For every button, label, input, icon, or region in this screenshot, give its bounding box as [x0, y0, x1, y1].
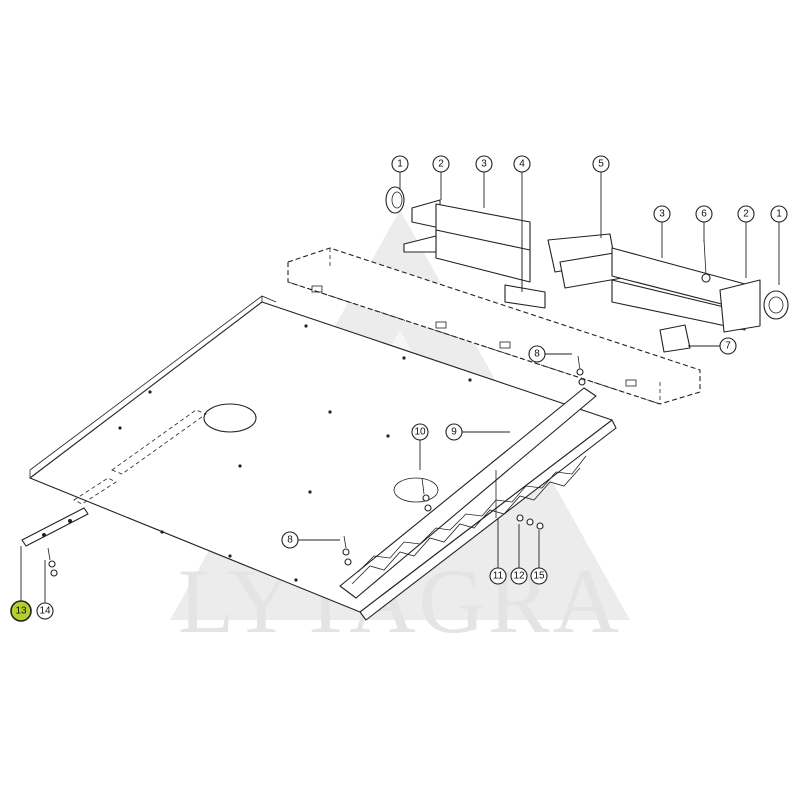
callout-c13[interactable]: 13 — [10, 546, 32, 622]
callout-circle — [36, 602, 54, 620]
floor-plate — [29, 295, 613, 613]
callout-number: 3 — [659, 209, 665, 220]
callout-c5[interactable]: 5 — [592, 155, 610, 238]
callout-c2a[interactable]: 2 — [432, 155, 450, 200]
callout-circle — [411, 423, 429, 441]
callout-circle — [770, 205, 788, 223]
bearing-right — [763, 290, 789, 320]
callout-circle — [737, 205, 755, 223]
callout-c7[interactable]: 7 — [688, 337, 737, 355]
callout-circle — [592, 155, 610, 173]
callout-circle — [695, 205, 713, 223]
callout-c1b[interactable]: 1 — [770, 205, 788, 285]
callout-c12[interactable]: 12 — [510, 524, 528, 585]
hardware — [47, 355, 586, 577]
callout-number: 14 — [39, 606, 51, 617]
callout-c11[interactable]: 11 — [489, 518, 507, 585]
callout-c2b[interactable]: 2 — [737, 205, 755, 278]
callout-number: 10 — [414, 427, 426, 438]
callout-number: 4 — [519, 159, 525, 170]
callout-circle — [432, 155, 450, 173]
callout-c8a[interactable]: 8 — [528, 345, 572, 363]
callout-circle — [281, 531, 299, 549]
callout-circle — [445, 423, 463, 441]
callout-number: 8 — [534, 349, 540, 360]
callout-c3b[interactable]: 3 — [653, 205, 671, 258]
callout-number: 11 — [493, 571, 504, 582]
callout-c10[interactable]: 10 — [411, 423, 429, 470]
callout-number: 3 — [481, 159, 487, 170]
side-rails — [21, 387, 617, 621]
callout-number: 7 — [725, 341, 731, 352]
callout-circle — [475, 155, 493, 173]
callout-c8b[interactable]: 8 — [281, 531, 340, 549]
callout-number: 12 — [513, 571, 525, 582]
callout-number: 5 — [598, 159, 604, 170]
callout-number: 15 — [533, 571, 545, 582]
callout-number: 6 — [701, 209, 707, 220]
callout-c15[interactable]: 15 — [530, 530, 548, 585]
callout-number: 1 — [776, 209, 782, 220]
callout-circle — [653, 205, 671, 223]
bearing-left — [385, 186, 405, 214]
upper-shaft-assembly — [385, 186, 789, 353]
callout-c4[interactable]: 4 — [513, 155, 531, 292]
callout-circle — [530, 567, 548, 585]
callout-number: 1 — [397, 159, 403, 170]
callout-number: 2 — [438, 159, 444, 170]
cross-beam — [287, 247, 701, 405]
callout-c1a[interactable]: 1 — [391, 155, 409, 190]
callout-c3a[interactable]: 3 — [475, 155, 493, 208]
callout-circle — [528, 345, 546, 363]
callout-number: 8 — [287, 535, 293, 546]
callout-circle — [513, 155, 531, 173]
callout-circle — [10, 600, 32, 622]
reinforcement-bar — [339, 387, 597, 599]
callout-number: 9 — [451, 427, 457, 438]
callout-circle — [391, 155, 409, 173]
callout-number: 2 — [743, 209, 749, 220]
callout-circle — [489, 567, 507, 585]
callout-c14[interactable]: 14 — [36, 560, 54, 620]
callout-circle — [719, 337, 737, 355]
callout-circle — [510, 567, 528, 585]
callout-c6[interactable]: 6 — [695, 205, 713, 242]
callout-c9[interactable]: 9 — [445, 423, 510, 441]
callout-number: 13 — [15, 606, 27, 617]
